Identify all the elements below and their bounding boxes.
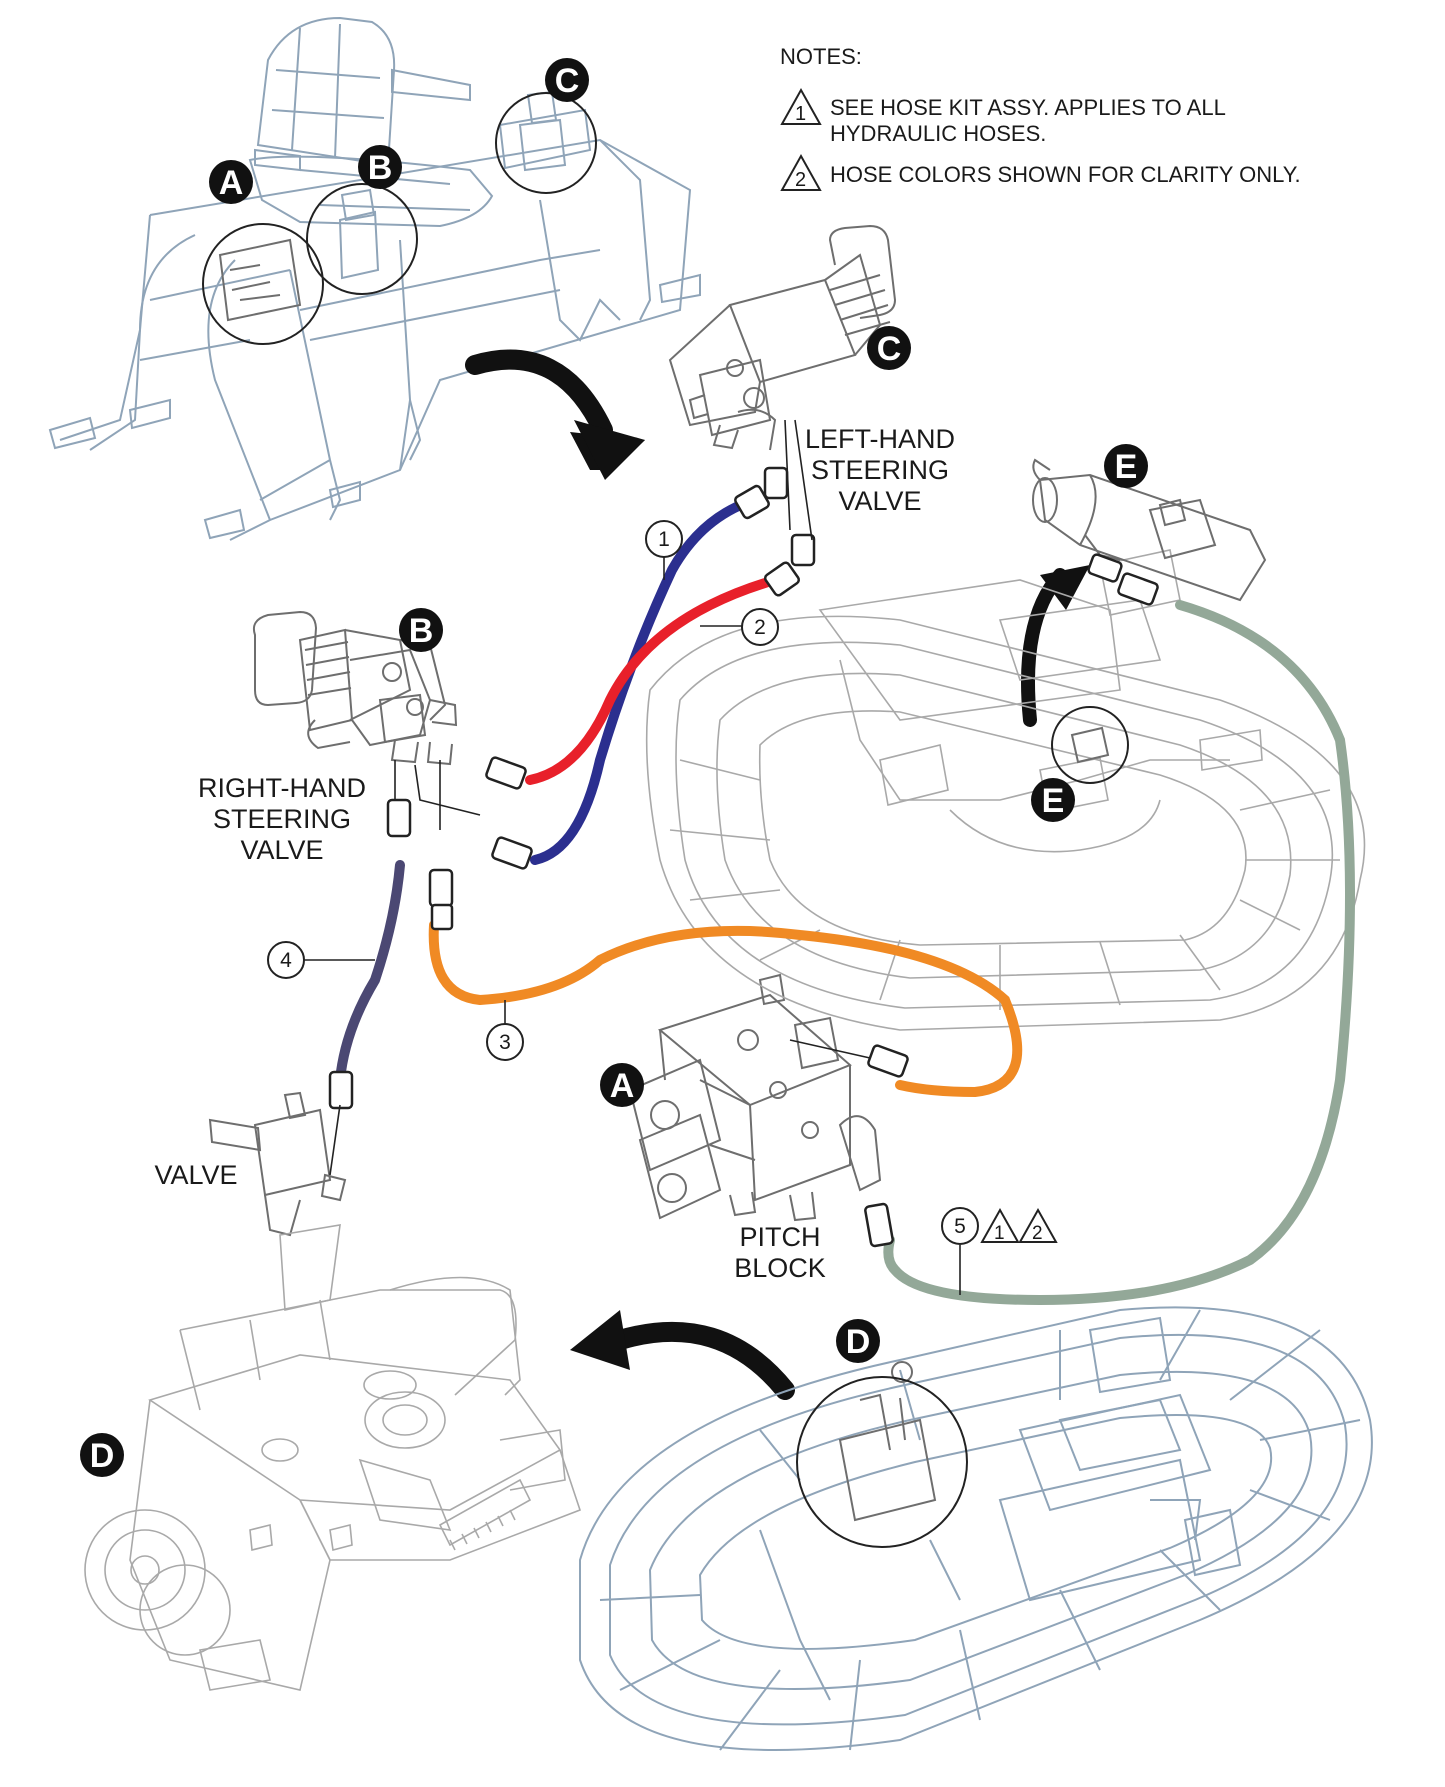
- flow-arrow-top: [465, 349, 645, 480]
- note-2: 2 HOSE COLORS SHOWN FOR CLARITY ONLY.: [780, 153, 1301, 191]
- hose-5-green: [883, 600, 1355, 1306]
- gearbox-assembly: [84, 1224, 582, 1691]
- callout-C: C: [867, 326, 911, 370]
- notes-block: NOTES: 1 SEE HOSE KIT ASSY. APPLIES TO A…: [780, 44, 1301, 191]
- callout-E: E: [1031, 778, 1075, 822]
- note-2-marker: 2: [795, 169, 806, 191]
- left-hand-label-line3: VALVE: [838, 486, 921, 516]
- right-hand-label-line3: VALVE: [240, 835, 323, 865]
- hose-2-number: 2: [754, 616, 766, 639]
- operator-seat-frame: [48, 16, 701, 541]
- callout-C-top: C: [545, 58, 589, 102]
- left-hand-label-line1: LEFT-HAND: [805, 424, 955, 454]
- label-right-hand-steering-valve: RIGHT-HAND STEERING VALVE: [198, 773, 366, 865]
- callout-letter: A: [219, 164, 244, 202]
- valve-assembly: [208, 1091, 347, 1237]
- hose-callout-3: 3: [486, 1000, 524, 1061]
- hose-callout-4: 4: [267, 941, 375, 979]
- note-1-marker: 1: [795, 103, 806, 125]
- hose-1-number: 1: [658, 528, 670, 551]
- hose-callout-5: 5 1 2: [941, 1207, 1058, 1295]
- hose-4-number: 4: [280, 949, 292, 972]
- label-valve: VALVE: [154, 1160, 237, 1190]
- left-hand-steering-valve: [668, 224, 897, 451]
- hose-5-note-marker-2: 2: [1032, 1223, 1043, 1244]
- note-triangle-icon: [780, 87, 822, 125]
- right-hand-label-line1: RIGHT-HAND: [198, 773, 366, 803]
- callout-letter: E: [1042, 782, 1065, 820]
- hose-5: [883, 600, 1355, 1306]
- connection-leaders: [329, 419, 871, 1176]
- callout-letter: C: [877, 330, 902, 368]
- hose-3-orange: [428, 920, 1023, 1098]
- flow-arrow-bottom: [570, 1310, 795, 1400]
- hose-4-purple: [335, 860, 405, 1085]
- callout-D-right: D: [836, 1319, 880, 1363]
- note-1-line2: HYDRAULIC HOSES.: [830, 121, 1046, 146]
- callout-letter: D: [846, 1323, 871, 1361]
- label-pitch-block: PITCH BLOCK: [734, 1222, 826, 1283]
- note-2-line1: HOSE COLORS SHOWN FOR CLARITY ONLY.: [830, 162, 1301, 187]
- note-1-line1: SEE HOSE KIT ASSY. APPLIES TO ALL: [830, 95, 1226, 120]
- callout-A-top: A: [209, 160, 253, 204]
- hose-fittings: [328, 466, 1159, 1248]
- hose-2: [525, 575, 780, 785]
- callout-letter: B: [409, 612, 434, 650]
- hose-callout-1: 1: [645, 520, 683, 580]
- pitch-block: [628, 973, 882, 1222]
- hose-5-note-marker-1: 1: [994, 1223, 1005, 1244]
- callout-B-top: B: [358, 145, 402, 189]
- hose-3: [428, 920, 1023, 1098]
- hose-2-red: [525, 575, 780, 785]
- note-1: 1 SEE HOSE KIT ASSY. APPLIES TO ALL HYDR…: [780, 87, 1226, 146]
- note-triangle-icon: [980, 1207, 1020, 1243]
- callout-A: A: [600, 1063, 644, 1107]
- hose-1: [530, 497, 753, 865]
- hose-1-blue: [530, 497, 753, 865]
- callout-letter: B: [368, 149, 393, 187]
- callout-B: B: [399, 608, 443, 652]
- hose-5-number: 5: [954, 1215, 966, 1238]
- flow-arrow-right: [1021, 565, 1090, 727]
- left-hand-label-line2: STEERING: [811, 455, 949, 485]
- right-hand-steering-valve: [252, 610, 458, 766]
- pitch-block-label-line1: PITCH: [740, 1222, 821, 1252]
- right-hand-label-line2: STEERING: [213, 804, 351, 834]
- note-triangle-icon: [780, 153, 822, 191]
- hose-callout-2: 2: [700, 608, 779, 646]
- hose-3-number: 3: [499, 1031, 511, 1054]
- label-left-hand-steering-valve: LEFT-HAND STEERING VALVE: [805, 424, 955, 516]
- callout-E-top: E: [1104, 444, 1148, 488]
- hose-4: [335, 860, 405, 1085]
- trowel-cage-bottom: [579, 1306, 1373, 1751]
- callout-letter: E: [1115, 448, 1138, 486]
- callout-letter: A: [610, 1067, 635, 1105]
- pitch-block-label-line2: BLOCK: [734, 1253, 826, 1283]
- callout-letter: D: [90, 1437, 115, 1475]
- callout-letter: C: [555, 62, 580, 100]
- note-triangle-icon: [1018, 1207, 1058, 1243]
- notes-heading: NOTES:: [780, 44, 862, 69]
- callout-D-left: D: [80, 1433, 124, 1477]
